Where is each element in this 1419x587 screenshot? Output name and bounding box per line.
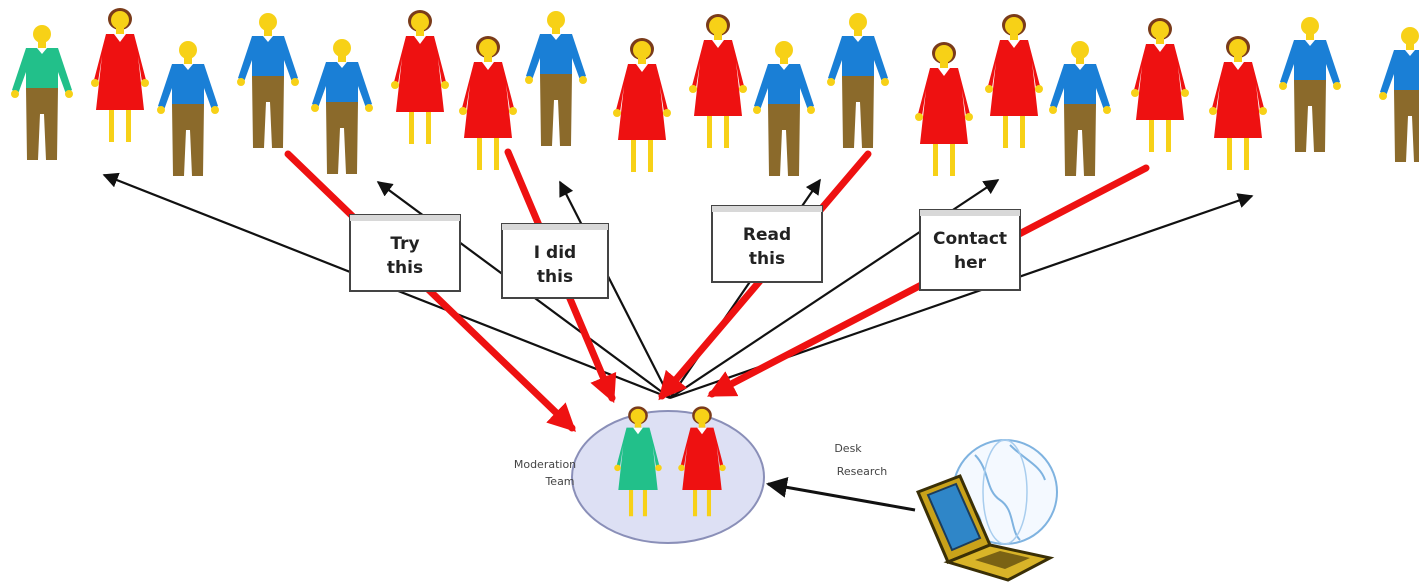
person-icon xyxy=(11,25,73,160)
person-icon xyxy=(1049,41,1111,176)
note-card: Try this xyxy=(349,214,461,292)
moderation-label-line2: Team xyxy=(544,475,574,488)
note-line1: Contact xyxy=(933,229,1007,249)
note-card: Read this xyxy=(711,205,823,283)
person-icon xyxy=(311,39,373,174)
outbound-arrows xyxy=(102,172,1254,400)
community-members xyxy=(11,8,1419,176)
person-icon xyxy=(1279,17,1341,152)
outbound-arrow xyxy=(559,180,671,399)
desk-research-label-line1: Desk xyxy=(834,442,862,455)
desk-research-arrow xyxy=(765,476,916,512)
person-icon xyxy=(985,14,1043,148)
laptop-icon xyxy=(916,474,1055,582)
person-icon xyxy=(678,406,726,517)
person-icon xyxy=(689,14,747,148)
moderation-label-line1: Moderation xyxy=(514,458,576,471)
person-icon xyxy=(613,38,671,172)
moderation-ellipse xyxy=(571,410,765,544)
note-line2: this xyxy=(749,249,785,269)
note-line2: her xyxy=(954,253,987,273)
note-line2: this xyxy=(537,267,573,287)
desk-research-label-line2: Research xyxy=(837,465,887,478)
moderation-members xyxy=(614,406,726,517)
note-line2: this xyxy=(387,258,423,278)
person-icon xyxy=(1209,36,1267,170)
note-line1: I did xyxy=(534,243,576,263)
person-icon xyxy=(459,36,517,170)
person-icon xyxy=(91,8,149,142)
person-icon xyxy=(753,41,815,176)
note-card: Contact her xyxy=(919,209,1021,291)
person-icon xyxy=(827,13,889,148)
person-icon xyxy=(915,42,973,176)
person-icon xyxy=(391,10,449,144)
moderation-team: Moderation Team xyxy=(514,406,765,544)
person-icon xyxy=(1131,18,1189,152)
community-contributions: Try this I did this Read this Contact her xyxy=(349,205,1021,299)
note-card: I did this xyxy=(501,223,609,299)
person-icon xyxy=(1379,27,1419,162)
note-line1: Read xyxy=(743,225,791,245)
person-icon xyxy=(525,11,587,146)
person-icon xyxy=(237,13,299,148)
note-line1: Try xyxy=(390,234,419,254)
desk-research: Desk Research xyxy=(765,439,1058,582)
person-icon xyxy=(614,406,662,517)
person-icon xyxy=(157,41,219,176)
